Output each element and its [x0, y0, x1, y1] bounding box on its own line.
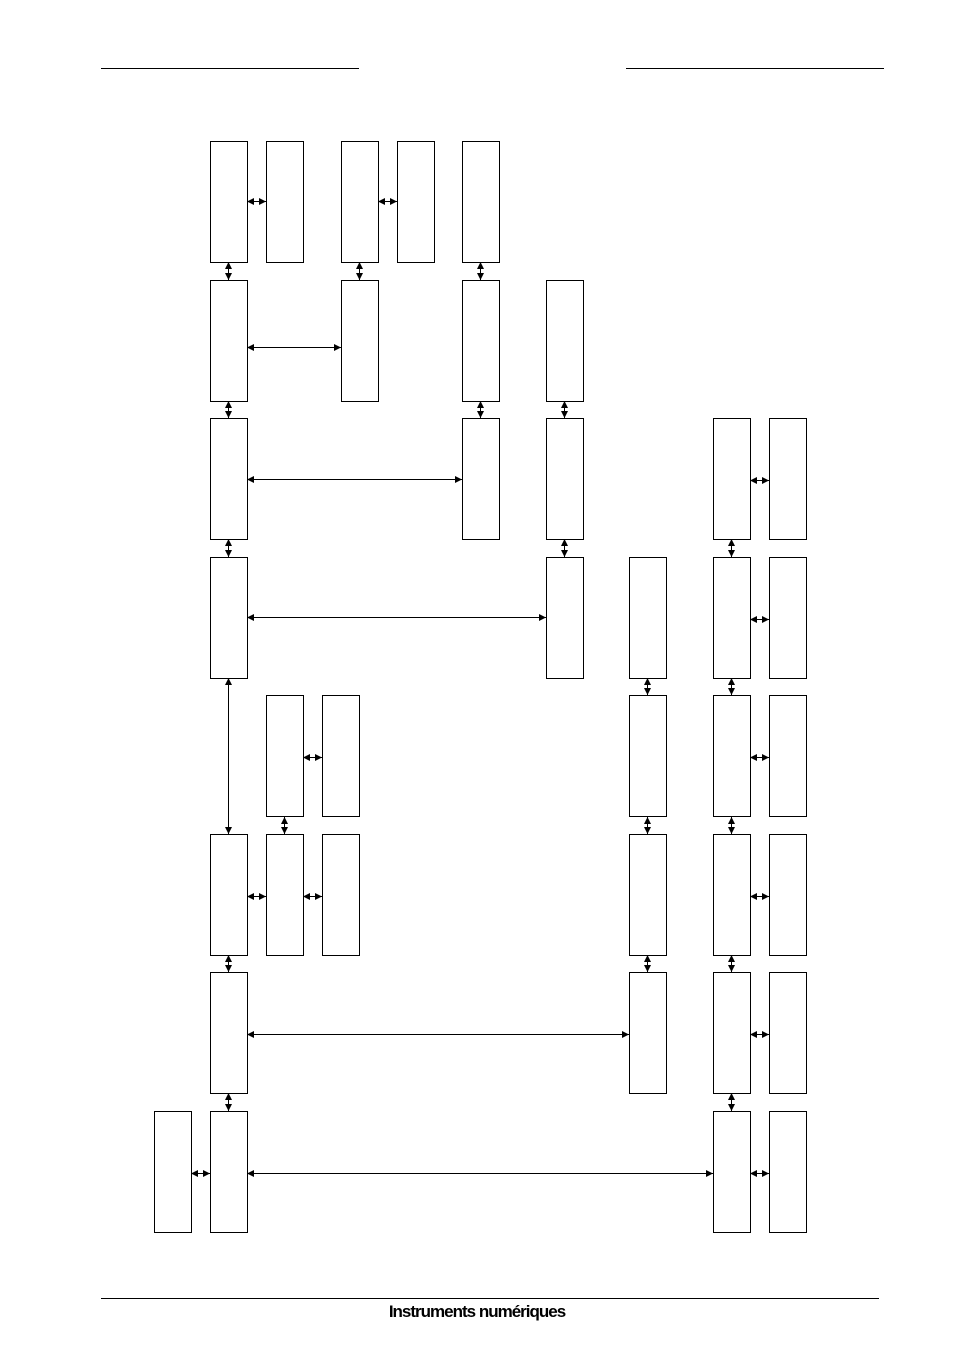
menu-box-25	[210, 834, 248, 956]
menu-box-30	[769, 834, 807, 956]
menu-box-2	[266, 141, 304, 263]
menu-box-22	[629, 695, 667, 817]
menu-box-33	[713, 972, 751, 1094]
menu-box-28	[629, 834, 667, 956]
menu-box-15	[210, 557, 248, 679]
header-rule-left	[101, 68, 359, 69]
footer-title: Instruments numériques	[388, 1302, 566, 1321]
menu-box-38	[769, 1111, 807, 1233]
menu-box-13	[713, 418, 751, 540]
menu-box-1	[210, 141, 248, 263]
menu-box-7	[341, 280, 379, 402]
menu-box-23	[713, 695, 751, 817]
menu-box-18	[713, 557, 751, 679]
menu-box-19	[769, 557, 807, 679]
menu-box-5	[462, 141, 500, 263]
header-rule-right	[626, 68, 884, 69]
menu-box-37	[713, 1111, 751, 1233]
menu-box-4	[397, 141, 435, 263]
menu-box-11	[462, 418, 500, 540]
menu-box-14	[769, 418, 807, 540]
menu-box-20	[266, 695, 304, 817]
menu-box-12	[546, 418, 584, 540]
menu-box-16	[546, 557, 584, 679]
menu-box-29	[713, 834, 751, 956]
menu-box-3	[341, 141, 379, 263]
menu-box-27	[322, 834, 360, 956]
menu-box-17	[629, 557, 667, 679]
footer-rule	[101, 1298, 879, 1299]
menu-box-8	[462, 280, 500, 402]
menu-box-34	[769, 972, 807, 1094]
menu-box-24	[769, 695, 807, 817]
menu-box-35	[154, 1111, 192, 1233]
menu-box-36	[210, 1111, 248, 1233]
menu-box-32	[629, 972, 667, 1094]
menu-box-10	[210, 418, 248, 540]
menu-box-26	[266, 834, 304, 956]
menu-box-31	[210, 972, 248, 1094]
menu-box-6	[210, 280, 248, 402]
menu-box-9	[546, 280, 584, 402]
menu-box-21	[322, 695, 360, 817]
